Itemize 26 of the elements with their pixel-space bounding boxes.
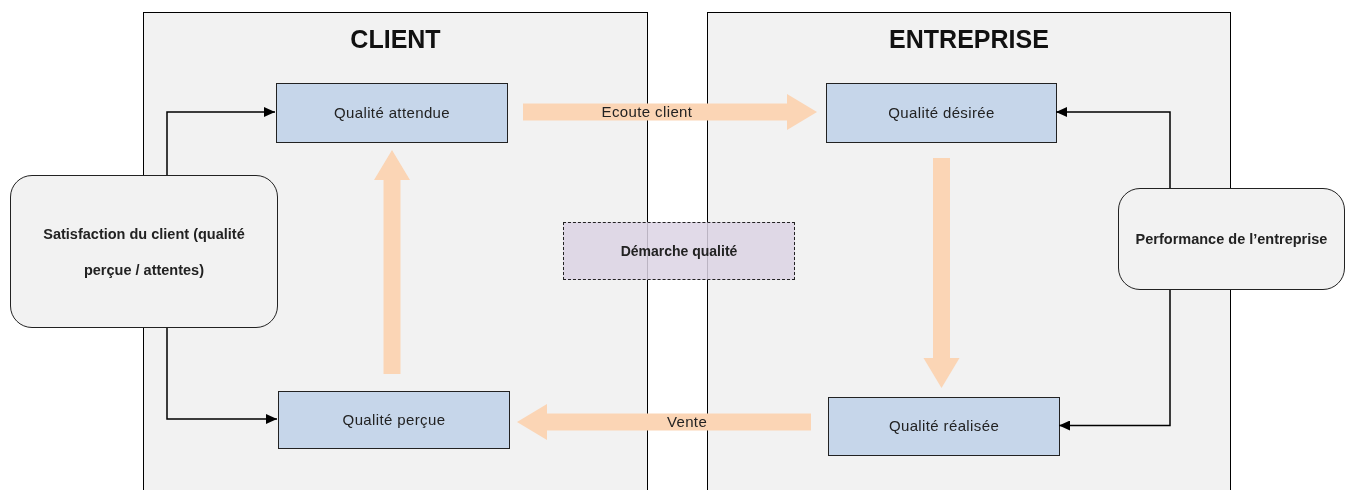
box-label: Qualité désirée	[888, 102, 995, 123]
arrow	[1058, 289, 1171, 431]
arrow	[166, 327, 278, 424]
box-label: Qualité perçue	[342, 409, 446, 430]
arrow	[166, 107, 276, 176]
process-box	[828, 397, 1060, 456]
box-label: Performance de l’entreprise	[1135, 230, 1328, 249]
edge-label: Vente	[666, 411, 708, 432]
block-arrow	[923, 158, 960, 388]
process-box	[278, 391, 510, 449]
rounded-box	[1118, 188, 1345, 290]
box-label: Démarche qualité	[620, 241, 738, 261]
edge-label: Ecoute client	[601, 101, 693, 122]
rounded-box	[10, 175, 278, 328]
arrow	[1055, 107, 1171, 189]
dashed-box	[563, 222, 795, 280]
process-box	[826, 83, 1057, 143]
process-box	[276, 83, 508, 143]
panel-title: ENTREPRISE	[889, 27, 1049, 52]
block-arrow	[517, 404, 811, 440]
box-label: Qualité réalisée	[888, 416, 1000, 437]
block-arrow	[374, 150, 410, 374]
box-label: Qualité attendue	[333, 102, 451, 123]
block-arrow	[523, 94, 817, 130]
box-label: Satisfaction du client (qualité perçue / attentes)	[42, 224, 246, 280]
panel-title: CLIENT	[350, 27, 441, 52]
